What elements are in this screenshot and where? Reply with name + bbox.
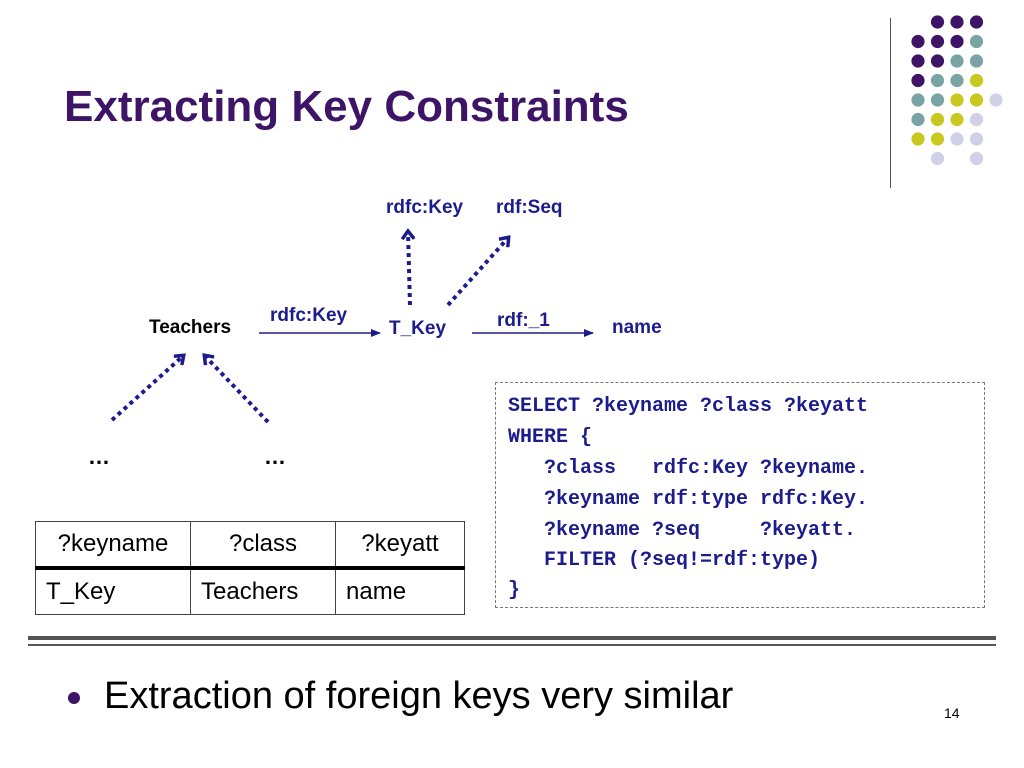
decorative-dot (911, 34, 925, 49)
query-line: ?keyname ?seq ?keyatt. (508, 519, 857, 542)
node-name: name (612, 317, 662, 338)
table-cell: T_Key (35, 567, 191, 615)
page-number: 14 (944, 705, 960, 721)
decorative-dot (911, 54, 925, 68)
query-line: } (508, 579, 521, 602)
decorative-dot (969, 151, 984, 166)
decorative-dot (950, 54, 964, 68)
decorative-dot (969, 112, 984, 127)
decorative-dot (930, 112, 945, 127)
decorative-dot (989, 93, 1003, 107)
decorative-dot (911, 112, 925, 127)
decorative-vertical-line (890, 18, 891, 188)
decorative-dot-grid (911, 15, 1003, 166)
query-line: ?keyname rdf:type rdfc:Key. (508, 488, 869, 511)
decorative-dot (911, 132, 925, 146)
table-header-cell: ?class (190, 521, 336, 570)
decorative-dot (930, 15, 945, 29)
node-rdf-seq: rdf:Seq (496, 197, 563, 218)
decorative-dot (930, 93, 945, 107)
table-header-cell: ?keyatt (335, 521, 465, 570)
ellipsis-right: … (264, 444, 286, 469)
bullet-text: Extraction of foreign keys very similar (104, 675, 734, 717)
decorative-dot (930, 151, 945, 166)
decorative-dot (969, 93, 984, 107)
node-teachers: Teachers (149, 317, 232, 338)
arrow-right-ellipsis-to-teachers (205, 356, 270, 424)
separator-thin (28, 644, 996, 646)
table-header-cell: ?keyname (35, 521, 191, 570)
decorative-dot (969, 15, 984, 29)
query-line: ?class rdfc:Key ?keyname. (508, 457, 869, 480)
decorative-dot (969, 34, 984, 49)
result-table: ?keyname ?class ?keyatt T_Key Teachers n… (35, 521, 465, 615)
decorative-dot (911, 93, 925, 107)
decorative-dot (950, 34, 964, 49)
decorative-dot (930, 34, 945, 49)
decorative-dot (969, 54, 984, 68)
separator-thick (28, 636, 996, 640)
decorative-dot (950, 93, 964, 107)
arrow-left-ellipsis-to-teachers (110, 356, 183, 422)
decorative-dot (969, 73, 984, 88)
decorative-dot (950, 15, 964, 29)
arrow-tkey-to-rdf-seq (446, 238, 508, 307)
sparql-query-box: SELECT ?keyname ?class ?keyatt WHERE { ?… (495, 382, 985, 608)
decorative-dot (911, 73, 925, 88)
edge-label-rdf-1: rdf:_1 (497, 310, 550, 331)
bullet-dot-icon (68, 692, 80, 704)
query-line: WHERE { (508, 426, 593, 449)
node-rdfc-key-top: rdfc:Key (386, 197, 464, 218)
decorative-dot (930, 54, 945, 68)
decorative-dot (950, 132, 964, 146)
decorative-dot (950, 112, 964, 127)
decorative-dot (930, 73, 945, 88)
decorative-dot (969, 132, 984, 146)
decorative-dot (930, 132, 945, 146)
table-cell: name (335, 567, 465, 615)
edge-label-rdfc-key: rdfc:Key (270, 305, 348, 326)
table-cell: Teachers (190, 567, 336, 615)
decorative-dot (950, 73, 964, 88)
node-t-key: T_Key (389, 318, 447, 339)
slide-title: Extracting Key Constraints (64, 82, 629, 131)
table-header-row: ?keyname ?class ?keyatt (35, 521, 465, 570)
arrow-tkey-to-rdfc-key (408, 232, 410, 306)
query-line: FILTER (?seq!=rdf:type) (508, 549, 821, 572)
query-line: SELECT ?keyname ?class ?keyatt (508, 395, 869, 418)
diagram-arrows (110, 0, 594, 424)
table-row: T_Key Teachers name (35, 567, 465, 615)
ellipsis-left: … (88, 444, 110, 469)
